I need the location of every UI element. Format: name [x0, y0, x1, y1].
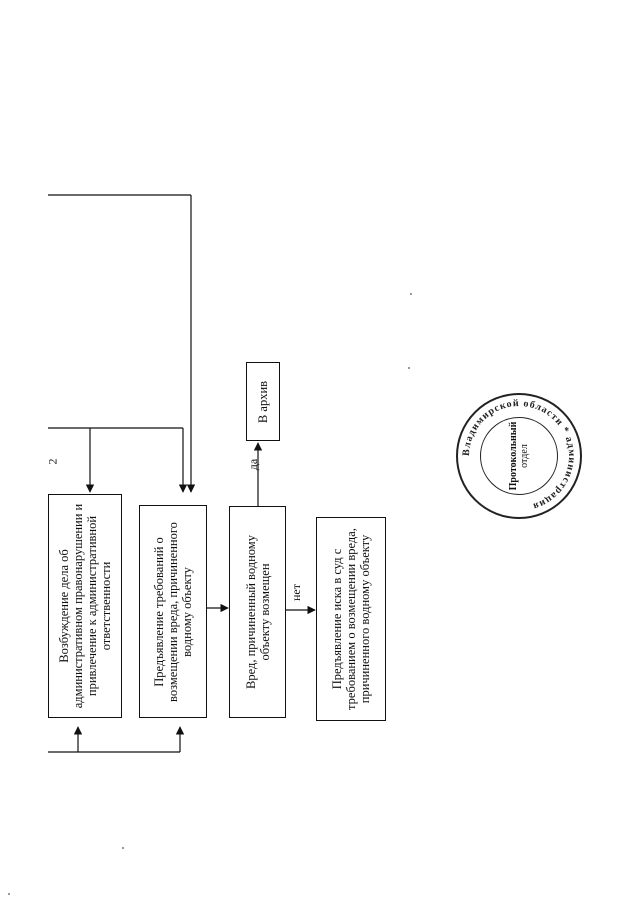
top-loop-line: [48, 194, 196, 493]
seal-inner-ring: [480, 417, 558, 495]
scan-dot: [408, 367, 410, 369]
box-claims-text: Предъявление требований о возмещении вре…: [152, 521, 194, 702]
box-claims: Предъявление требований о возмещении вре…: [139, 505, 207, 718]
scan-dot: [8, 893, 10, 895]
seal-line1: Протокольный: [508, 421, 519, 491]
scan-dot: [410, 293, 412, 295]
label-no: нет: [289, 584, 303, 601]
middle-loop-line: [48, 427, 188, 493]
scan-dot: [122, 847, 124, 849]
page-number: 2: [45, 458, 60, 465]
seal-center-text: Протокольный отдел: [508, 422, 530, 491]
box-compensated-text: Вред, причиненный водному объекту возмещ…: [243, 535, 272, 689]
box-excitation-text: Возбуждение дела об административном пра…: [57, 503, 113, 709]
box-lawsuit: Предъявление иска в суд с требованием о …: [316, 517, 386, 721]
label-yes: да: [246, 458, 261, 471]
box-excitation: Возбуждение дела об административном пра…: [48, 494, 122, 718]
seal-outer-ring: [456, 393, 582, 519]
bottom-lines: [48, 726, 185, 753]
seal-stamp: Владимирской области * администрация Про…: [456, 393, 582, 519]
seal-ring-text: Владимирской области * администрация: [461, 398, 576, 512]
box-archive-text: В архив: [256, 380, 270, 423]
box-lawsuit-text: Предъявление иска в суд с требованием о …: [330, 528, 372, 710]
box-compensated: Вред, причиненный водному объекту возмещ…: [229, 506, 286, 718]
seal-line2: отдел: [519, 444, 530, 468]
box-archive: В архив: [246, 362, 280, 441]
